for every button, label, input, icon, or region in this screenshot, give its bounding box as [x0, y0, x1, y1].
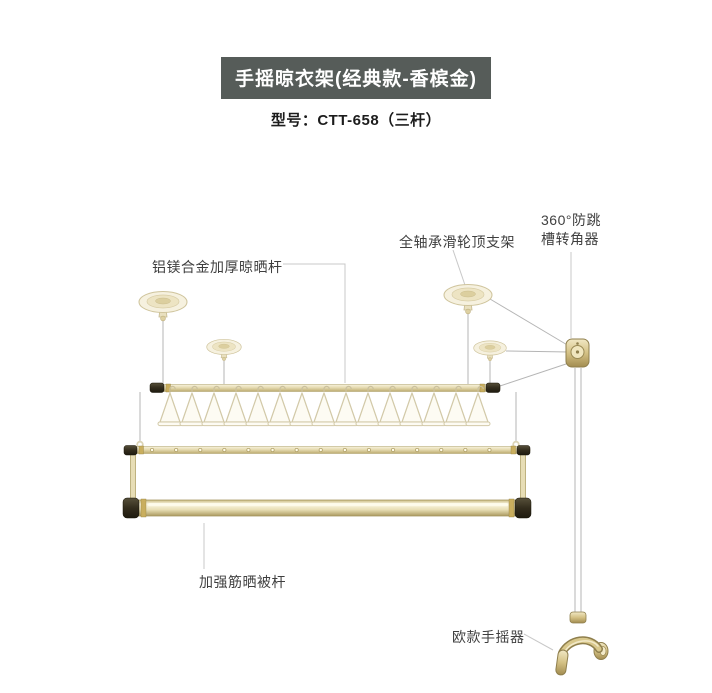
middle-drying-rod: [123, 440, 531, 456]
page-title: 手摇晾衣架(经典款-香槟金): [235, 69, 477, 90]
clothes-hanger: [245, 385, 271, 427]
rod-end-cap: [149, 382, 165, 393]
callout-pulley-bracket: 全轴承滑轮顶支架: [399, 234, 515, 250]
ceiling-mount-pulley-bracket: [443, 284, 493, 315]
clothes-hanger: [377, 385, 403, 427]
clothes-hanger: [355, 385, 381, 427]
callout-corner-device: 360°防跳 槽转角器: [541, 211, 601, 249]
lifting-cables: [139, 298, 582, 618]
clothes-hanger: [333, 385, 359, 427]
callout-corner-device-line1: 360°防跳: [541, 212, 601, 228]
clothes-hanger: [311, 385, 337, 427]
quilt-rod: [122, 497, 532, 519]
clothes-hanger: [289, 385, 315, 427]
corner-device: [565, 338, 590, 368]
ceiling-mount-small: [206, 339, 242, 361]
clothes-hanger: [201, 385, 227, 427]
rod-end-cap: [514, 497, 532, 519]
rod-end-cap: [122, 497, 140, 519]
title-banner: 手摇晾衣架(经典款-香槟金): [221, 57, 491, 99]
callout-corner-device-line2: 槽转角器: [541, 231, 599, 247]
model-number: 型号：CTT-658（三杆）: [270, 112, 442, 129]
clothes-hanger: [223, 385, 249, 427]
clothes-hangers: [157, 385, 491, 427]
clothes-hanger: [267, 385, 293, 427]
rod-end-cap: [485, 382, 501, 393]
ceiling-mounts: [138, 284, 507, 362]
clothes-hanger: [465, 385, 491, 427]
ceiling-mount: [138, 291, 188, 322]
hand-crank: [555, 611, 609, 676]
callout-top-rod: 铝镁合金加厚晾晒杆: [152, 259, 283, 275]
rod-end-links: [130, 451, 526, 505]
crank-knob: [555, 649, 569, 676]
clothes-hanger: [399, 385, 425, 427]
rod-end-cap: [516, 445, 531, 456]
clothes-hanger: [421, 385, 447, 427]
rod-end-cap: [123, 445, 138, 456]
clothes-hanger: [179, 385, 205, 427]
clothes-hanger: [443, 385, 469, 427]
callout-quilt-rod: 加强筋晒被杆: [199, 574, 286, 590]
ceiling-mount-small: [473, 340, 507, 362]
callout-hand-crank: 欧款手摇器: [452, 629, 525, 645]
callout-leader-lines: [203, 249, 572, 651]
